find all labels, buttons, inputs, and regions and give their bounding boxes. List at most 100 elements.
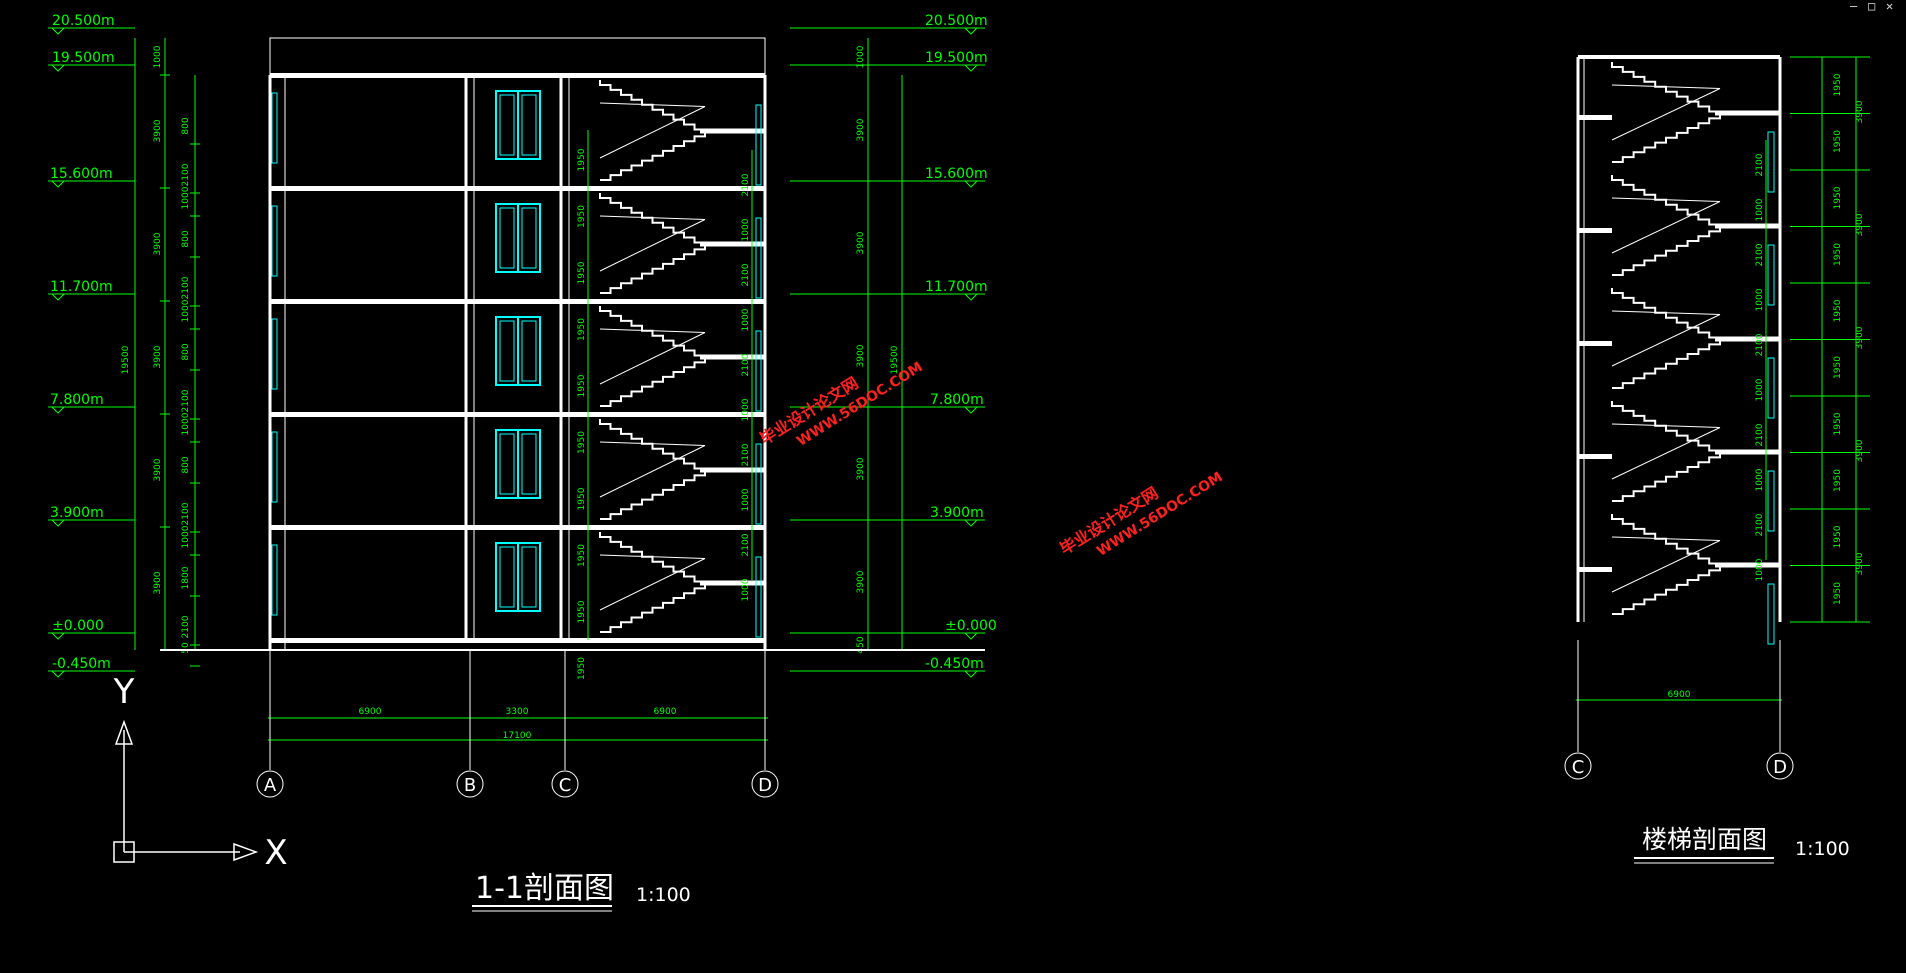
total-dim-label: 17100	[503, 731, 532, 741]
stair-window-dim-label: 1000	[1755, 288, 1765, 311]
stair-flight-label: 1950	[577, 487, 587, 510]
stair-window-dim-label: 2100	[1755, 513, 1765, 536]
stair-handrail	[599, 332, 706, 385]
door-leaf	[499, 320, 515, 382]
stair-window-dim-label: 2100	[1755, 423, 1765, 446]
stair-window	[1767, 583, 1775, 645]
left-dim-inner-label: 800	[181, 230, 191, 247]
stair-handrail	[599, 445, 706, 498]
elevation-label-right: -0.450m	[925, 656, 984, 672]
elevation-label-right: 15.600m	[925, 166, 988, 182]
stair-flight-up	[1612, 565, 1721, 615]
elevation-marker-right	[964, 406, 978, 414]
minimize-icon[interactable]: –	[1850, 0, 1858, 13]
floor-slab	[270, 525, 765, 530]
stair-handrail	[1611, 314, 1721, 367]
stair-handrail	[1611, 88, 1721, 141]
stair-landing	[700, 354, 764, 360]
elevation-label-left: 3.900m	[50, 505, 104, 521]
elevation-marker-left	[51, 670, 65, 678]
stair-landing	[1715, 110, 1780, 116]
elevation-label-left: 15.600m	[50, 166, 113, 182]
stair-landing	[1715, 223, 1780, 229]
stair-window-dim-label: 2100	[1755, 153, 1765, 176]
axis-bubble	[256, 770, 284, 798]
stair-flight-up	[600, 357, 706, 407]
left-dim-inner-label: 800	[181, 117, 191, 134]
close-icon[interactable]: ✕	[1886, 0, 1894, 13]
stair-flight-up	[1612, 113, 1721, 163]
stair-floor-dim-label: 3900	[1855, 213, 1865, 236]
stair-handrail	[599, 554, 706, 559]
right-dim-floor-label: 3900	[856, 457, 866, 480]
left-dim-floor-label: 3900	[153, 119, 163, 142]
door-leaf	[499, 207, 515, 269]
stair-window	[755, 104, 762, 186]
stair-handrail	[1611, 197, 1721, 202]
stair-landing	[1715, 449, 1780, 455]
stair-flight-up	[1612, 339, 1721, 389]
elevation-label-right: 11.700m	[925, 279, 988, 295]
right-dim-total-label: 19500	[890, 345, 900, 374]
stair-landing	[700, 580, 764, 586]
door-leaf	[499, 94, 515, 156]
door-leaf	[521, 546, 537, 608]
right-window-dim-label: 2100	[741, 173, 751, 196]
stair-flight-dim-label: 1950	[1833, 130, 1843, 153]
axis-bubble	[456, 770, 484, 798]
axis-label: B	[464, 775, 476, 796]
left-dim-floor-label: 3900	[153, 345, 163, 368]
ucs-icon: XY	[113, 672, 288, 873]
stair-window	[1767, 244, 1775, 306]
stair-axis-label: D	[1773, 757, 1787, 778]
stair-handrail	[599, 106, 706, 159]
door-leaf	[499, 433, 515, 495]
stair-window-dim-label: 1000	[1755, 378, 1765, 401]
stair-window-dim-label: 1000	[1755, 468, 1765, 491]
stair-floor-landing	[1578, 115, 1612, 120]
stair-floor-dim-label: 3900	[1855, 326, 1865, 349]
stair-flight-up	[600, 583, 706, 633]
elevation-marker-left	[51, 519, 65, 527]
stair-flight-label: 1950	[577, 205, 587, 228]
elevation-marker-right	[964, 64, 978, 72]
left-window	[271, 205, 278, 277]
elevation-marker-right	[964, 293, 978, 301]
stair-flight-dim-label: 1950	[1833, 299, 1843, 322]
elevation-marker-right	[964, 180, 978, 188]
stair-flight-dim-label: 1950	[1833, 412, 1843, 435]
stair-window	[1767, 131, 1775, 193]
left-dim-inner-label: 2100	[181, 276, 191, 299]
right-dim-floor-label: 3900	[856, 231, 866, 254]
stair-window-dim-label: 1000	[1755, 558, 1765, 581]
elevation-marker-right	[964, 632, 978, 640]
stair-window	[755, 556, 762, 638]
elevation-marker-left	[51, 406, 65, 414]
stair-floor-dim-label: 3900	[1855, 552, 1865, 575]
stair-handrail	[1611, 423, 1721, 428]
door-leaf	[499, 546, 515, 608]
left-dim-floor-label: 3900	[153, 458, 163, 481]
stair-flight-label: 1950	[577, 431, 587, 454]
restore-icon[interactable]: □	[1868, 0, 1876, 13]
stair-window-dim-label: 2100	[1755, 243, 1765, 266]
stair-flight-label: 1950	[577, 261, 587, 284]
axis-label: D	[758, 775, 772, 796]
left-window	[271, 431, 278, 503]
stair-handrail	[599, 219, 706, 272]
stair-flight-up	[1612, 226, 1721, 276]
left-window	[271, 318, 278, 390]
right-dim-floor-label: 3900	[856, 118, 866, 141]
stair-section-scale: 1:100	[1795, 838, 1850, 860]
elevation-label-right: 7.800m	[930, 392, 984, 408]
door-leaf	[521, 94, 537, 156]
stair-handrail	[599, 215, 706, 220]
left-dim-inner-label: 2100	[181, 163, 191, 186]
stair-floor-landing	[1578, 454, 1612, 459]
right-dim-floor-label: 3900	[856, 570, 866, 593]
left-dim-inner-label: 50	[181, 642, 191, 654]
